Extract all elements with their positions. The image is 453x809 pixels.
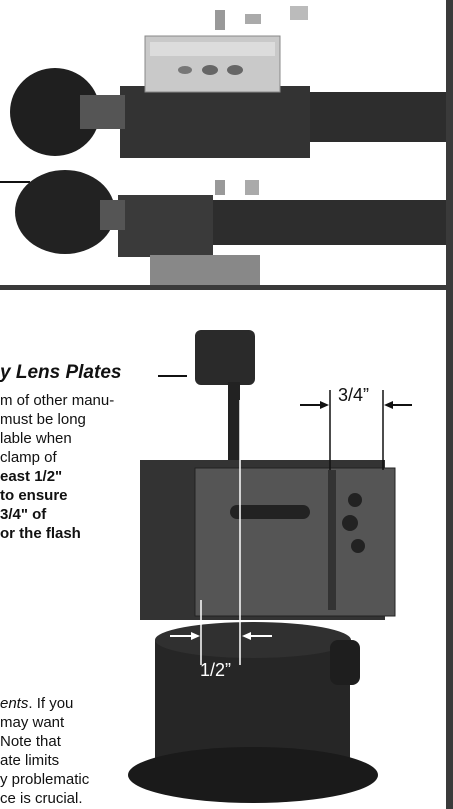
body-line-5: east 1/2" <box>0 468 63 485</box>
clamp-illustration-top <box>0 6 446 285</box>
body-line-7: 3/4" of <box>0 506 47 523</box>
body-line-3: lable when <box>0 430 72 447</box>
body-line-8: or the flash <box>0 525 81 542</box>
dimension-label-bottom: 1/2” <box>200 660 232 680</box>
body-line-14: ce is crucial. <box>0 790 83 807</box>
section-heading: y Lens Plates <box>0 362 122 383</box>
body-line-2: must be long <box>0 411 86 428</box>
body-line-10: may want <box>0 714 65 731</box>
body-line-1: m of other manu- <box>0 392 115 409</box>
body-line-12: ate limits <box>0 752 60 769</box>
body-line-4: clamp of <box>0 449 57 466</box>
bottom-clamp-photo: 3/4” 1/2” <box>0 290 446 809</box>
body-line-9-rest: . If you <box>28 695 74 712</box>
body-line-9-italic: ents <box>0 695 29 712</box>
clamp-illustration-bottom <box>128 330 412 803</box>
top-clamp-photo <box>0 0 446 285</box>
body-line-9: ents. If you <box>0 694 73 713</box>
body-line-11: Note that <box>0 733 61 750</box>
body-line-13: y problematic <box>0 771 90 788</box>
dimension-label-top: 3/4” <box>338 385 370 405</box>
body-line-6: to ensure <box>0 487 68 504</box>
